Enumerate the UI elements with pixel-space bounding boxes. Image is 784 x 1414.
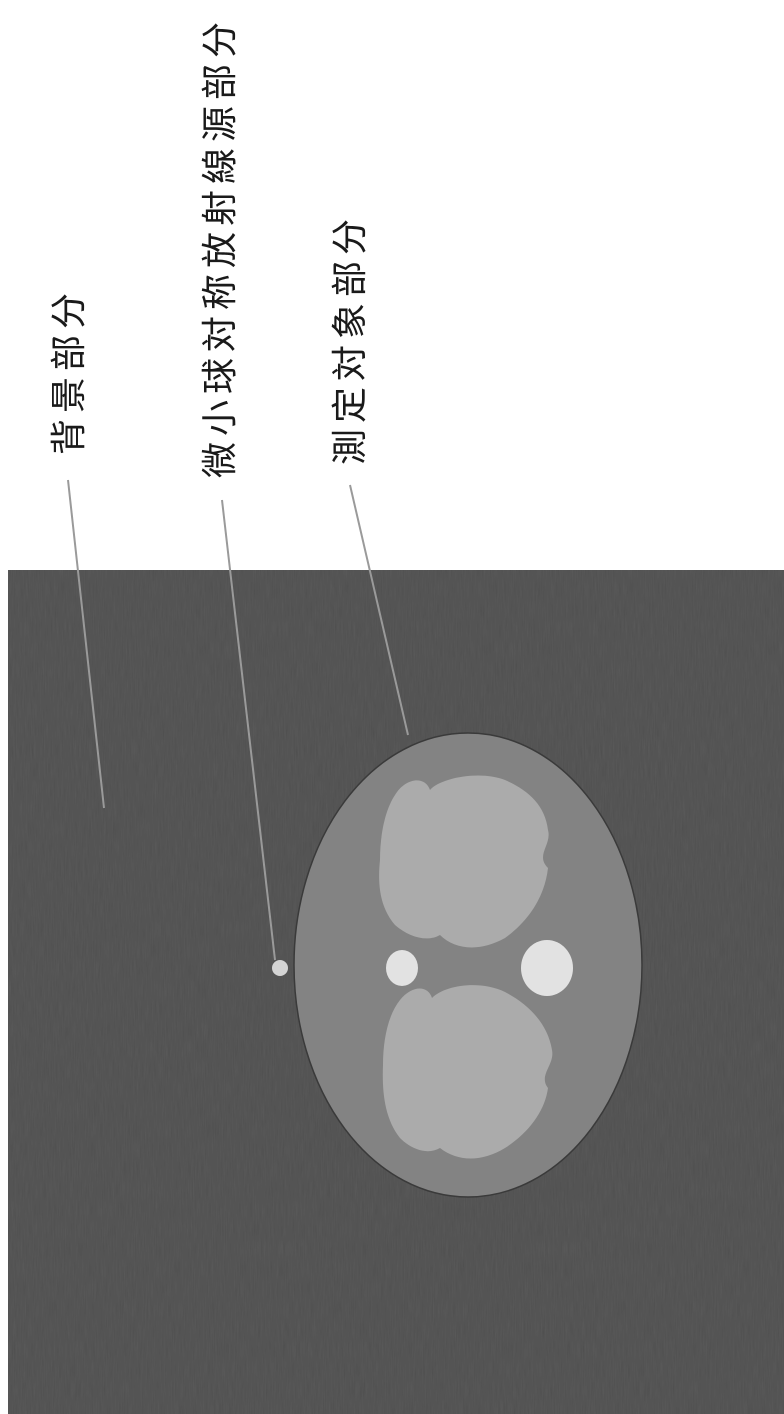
label-point-source: 微小球対称放射線源部分 (200, 15, 241, 478)
label-background: 背景部分 (49, 286, 90, 455)
leader-line-background (67, 479, 105, 809)
leader-line-object (349, 484, 409, 736)
point-source-marker (272, 960, 288, 976)
leader-line-point-source (221, 499, 276, 961)
object-small-spot (386, 950, 418, 986)
object-lower-lobe (382, 985, 553, 1159)
object-upper-lobe (379, 775, 549, 948)
label-object: 測定対象部分 (330, 212, 371, 465)
object-large-spot (521, 940, 573, 996)
measurement-object (293, 732, 643, 1198)
